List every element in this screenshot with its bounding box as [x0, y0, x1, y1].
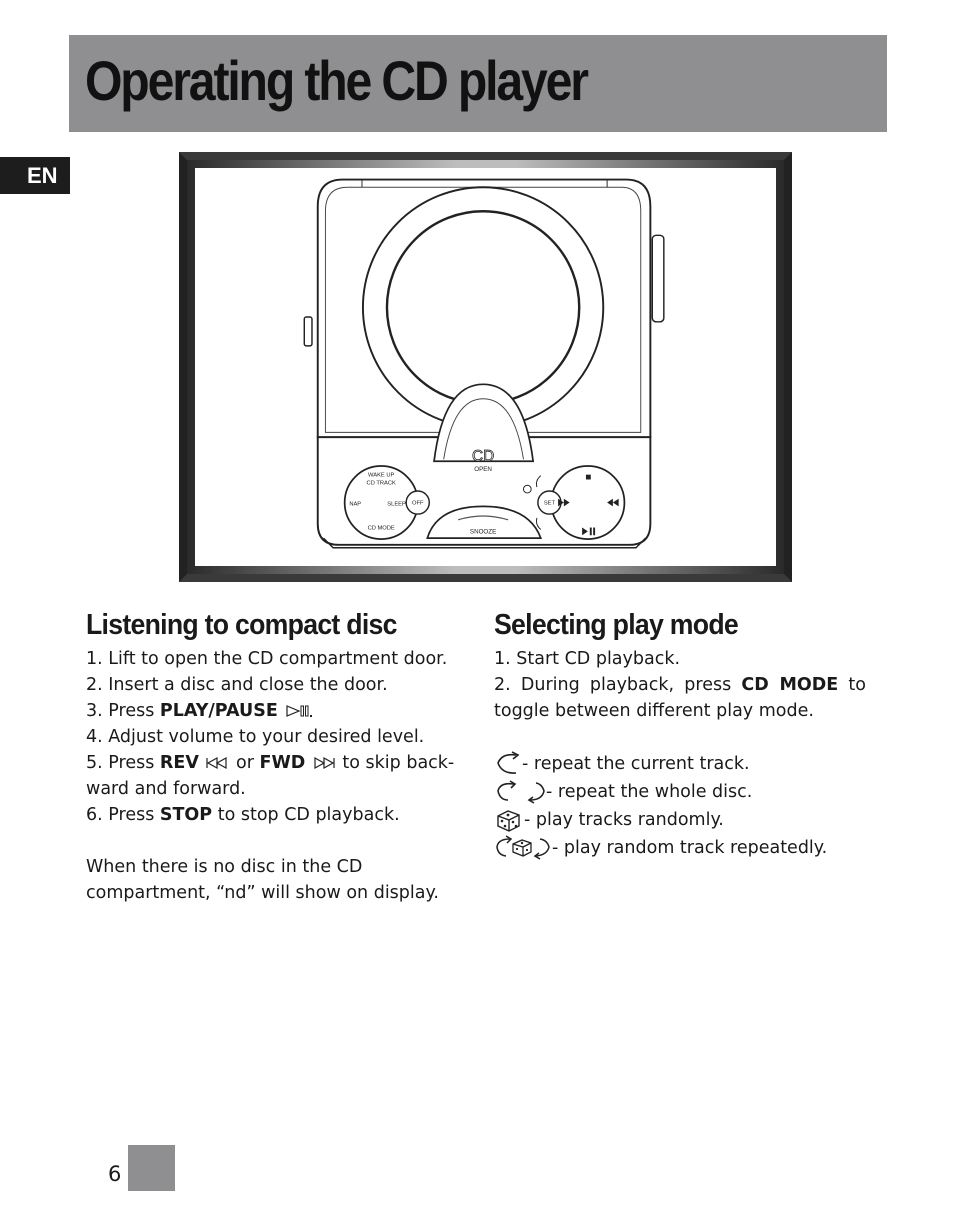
- page-title: Operating the CD player: [85, 49, 589, 112]
- rev-key: REV: [159, 753, 199, 773]
- title-bar: Operating the CD player: [69, 35, 887, 132]
- play-pause-icon: [286, 705, 313, 717]
- nap-label: NAP: [349, 501, 361, 507]
- play-mode-step-2: 2. During playback, press CD MODE to: [494, 675, 866, 695]
- cd-track-label: CD TRACK: [367, 480, 396, 486]
- cd-player-drawing: CD OPEN WAKE UP CD TRACK NAP SLEEP OFF C…: [303, 178, 665, 549]
- device-illustration: CD OPEN WAKE UP CD TRACK NAP SLEEP OFF C…: [195, 168, 776, 566]
- dice-icon: [497, 810, 520, 832]
- set-label: SET: [544, 500, 556, 506]
- page-number-box: [128, 1145, 175, 1191]
- device-figure: CD OPEN WAKE UP CD TRACK NAP SLEEP OFF C…: [179, 152, 792, 582]
- cd-mode-key: CD MODE: [741, 675, 839, 695]
- repeat-all-icon: [497, 780, 545, 804]
- cd-open-bump: [433, 383, 535, 463]
- wake-up-label: WAKE UP: [368, 473, 394, 479]
- off-label: OFF: [412, 500, 424, 506]
- snooze-bar: [426, 505, 543, 539]
- listening-step-5: 5. Press REV or FWD to skip back-: [86, 753, 455, 773]
- stop-mark: [585, 474, 591, 480]
- listening-heading: Listening to compact disc: [86, 609, 397, 641]
- side-handle-drawing: [651, 234, 665, 323]
- sleep-label: SLEEP: [387, 501, 406, 507]
- listening-step-2: 2. Insert a disc and close the door.: [86, 675, 388, 695]
- stop-key: STOP: [159, 805, 213, 825]
- play-mode-heading: Selecting play mode: [494, 609, 739, 641]
- lid-inner-outline: [324, 186, 642, 433]
- play-mode-step-2-cont: toggle between different play mode.: [494, 701, 814, 721]
- no-disc-note-line-2: compartment, “nd” will show on display.: [86, 883, 439, 903]
- language-tab: EN: [0, 157, 70, 194]
- cd-label: CD: [472, 448, 494, 465]
- off-button-drawing: [405, 490, 430, 515]
- repeat-random-icon: [496, 835, 550, 860]
- rev-icon: [206, 756, 228, 770]
- listening-step-1: 1. Lift to open the CD compartment door.: [86, 649, 448, 669]
- listening-step-6: 6. Press STOP to stop CD playback.: [86, 805, 400, 825]
- snooze-label: SNOOZE: [470, 528, 496, 535]
- repeat-one-icon: [497, 751, 520, 774]
- listening-section: Listening to compact disc 1. Lift to ope…: [86, 606, 466, 906]
- cd-mode-label: CD MODE: [368, 525, 395, 531]
- open-label: OPEN: [474, 466, 492, 473]
- play-mode-section: Selecting play mode 1. Start CD playback…: [494, 606, 866, 862]
- page-number: 6: [108, 1162, 122, 1186]
- no-disc-note-line-1: When there is no disc in the CD: [86, 857, 363, 877]
- play-pause-key: PLAY/PAUSE: [159, 701, 278, 721]
- mode-repeat-all: - repeat the whole disc.: [494, 778, 866, 806]
- play-mode-step-1: 1. Start CD playback.: [494, 649, 681, 669]
- fwd-icon: [314, 756, 335, 770]
- listening-step-4: 4. Adjust volume to your desired level.: [86, 727, 425, 747]
- side-button-drawing: [303, 316, 313, 347]
- fwd-key: FWD: [259, 753, 306, 773]
- mode-repeat-one: - repeat the current track.: [494, 750, 866, 778]
- listening-step-5-cont: ward and forward.: [86, 779, 246, 799]
- mode-random: - play tracks randomly.: [494, 806, 866, 834]
- play-mark: [582, 527, 588, 536]
- listening-step-3: 3. Press PLAY/PAUSE: [86, 698, 466, 724]
- mode-repeat-random: - play random track repeatedly.: [494, 834, 866, 862]
